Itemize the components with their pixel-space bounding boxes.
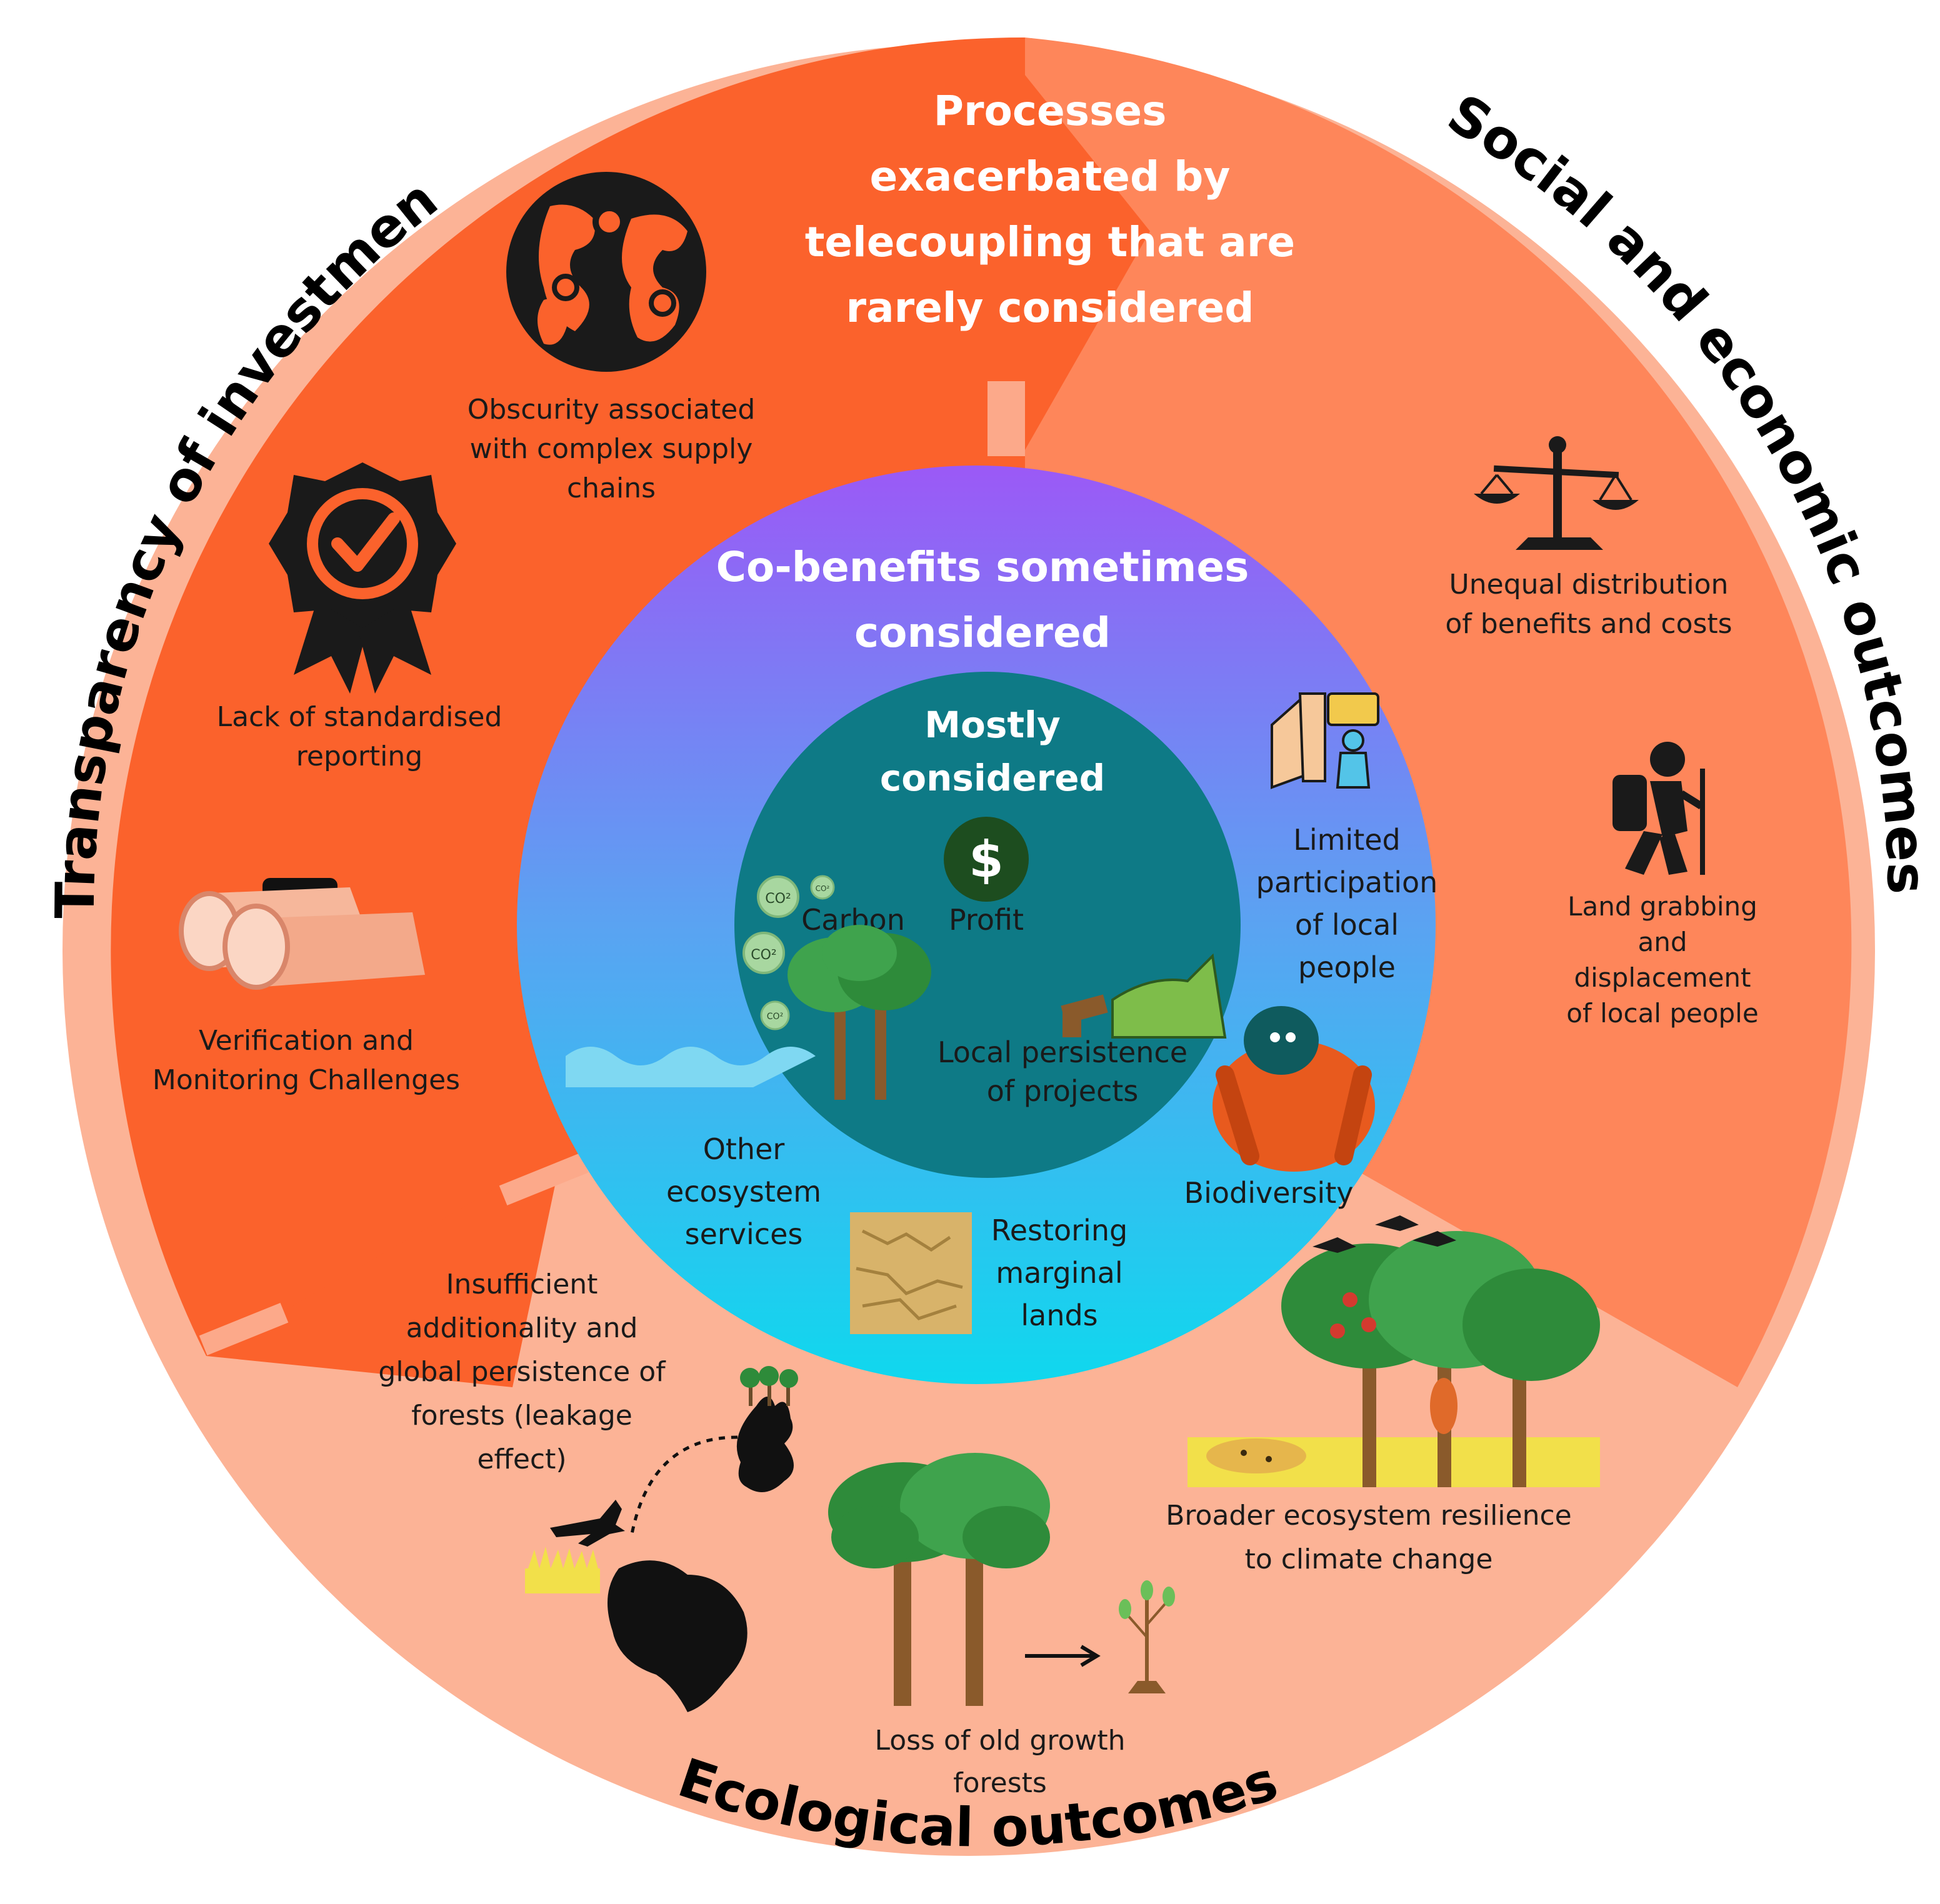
land-grabbing-label: Land grabbing and displacement of local … xyxy=(1566,891,1758,1029)
label-line: forests (leakage xyxy=(411,1400,632,1432)
outer-header-line: exacerbated by xyxy=(870,152,1231,201)
label-line: Land grabbing xyxy=(1568,891,1758,922)
label-line: Restoring xyxy=(991,1214,1128,1247)
other-services-label: Other ecosystem services xyxy=(666,1132,821,1251)
deforested-land-icon xyxy=(1061,953,1227,1039)
co2-bubble-text: CO² xyxy=(767,1012,783,1022)
outer-header-line: Processes xyxy=(934,87,1167,135)
label-line: Insufficient xyxy=(446,1269,598,1300)
brazil-map-icon xyxy=(608,1560,748,1712)
co2-bubble-text: CO² xyxy=(751,947,777,963)
chevron-mark xyxy=(499,1153,589,1205)
label-line: Broader ecosystem resilience xyxy=(1166,1500,1572,1532)
co2-bubble-text: CO² xyxy=(765,891,791,907)
scales-of-justice-icon xyxy=(1474,436,1639,550)
co2-bubbles-icon: CO² CO² CO² CO² xyxy=(742,875,835,1030)
chevron-mark xyxy=(199,1303,289,1355)
binoculars-icon xyxy=(179,878,425,990)
label-line: Unequal distribution xyxy=(1449,569,1729,601)
label-line: Lack of standardised xyxy=(217,701,502,733)
label-line: global persistence of xyxy=(378,1356,666,1388)
resilience-label: Broader ecosystem resilience to climate … xyxy=(1166,1500,1572,1575)
label-line: Monitoring Challenges xyxy=(152,1064,460,1096)
label-line: Loss of old growth xyxy=(874,1725,1125,1757)
outer-header-line: telecoupling that are xyxy=(805,218,1295,266)
route-line xyxy=(629,1435,738,1538)
label-line: Verification and xyxy=(199,1025,414,1057)
label-line: of local xyxy=(1295,908,1399,942)
grass-icon xyxy=(525,1547,600,1593)
label-line: to climate change xyxy=(1245,1543,1493,1575)
old-growth-label: Loss of old growth forests xyxy=(874,1725,1125,1799)
label-line: people xyxy=(1298,950,1396,984)
uk-map-icon xyxy=(736,1397,794,1492)
airplane-icon xyxy=(550,1500,625,1547)
unequal-label: Unequal distribution of benefits and cos… xyxy=(1445,569,1732,640)
arrow-right-icon xyxy=(1025,1645,1101,1667)
middle-header: Co-benefits sometimes considered xyxy=(716,543,1249,657)
label-line: with complex supply xyxy=(470,433,753,465)
small-trees-icon xyxy=(740,1366,798,1406)
inner-header: Mostly considered xyxy=(880,704,1105,799)
water-waves-icon xyxy=(566,1047,816,1087)
label-line: reporting xyxy=(296,740,422,772)
transparency-arrow-tip xyxy=(206,1150,562,1387)
verification-label: Verification and Monitoring Challenges xyxy=(152,1025,460,1096)
restoring-label: Restoring marginal lands xyxy=(991,1214,1128,1332)
participation-icon xyxy=(1271,692,1379,789)
dry-land-icon xyxy=(850,1212,972,1334)
carbon-trees-icon xyxy=(788,925,931,1100)
orangutan-icon xyxy=(1212,1006,1375,1172)
label-line: ecosystem xyxy=(666,1175,821,1209)
dollar-sign: $ xyxy=(969,830,1004,889)
label-line: Local persistence xyxy=(938,1035,1188,1069)
chevron-mark xyxy=(988,381,1025,456)
label-line: of benefits and costs xyxy=(1445,608,1732,640)
label-line: additionality and xyxy=(406,1312,638,1344)
label-line: of projects xyxy=(987,1074,1139,1108)
persistence-label: Local persistence of projects xyxy=(938,1035,1188,1108)
obscurity-label: Obscurity associated with complex supply… xyxy=(468,394,756,504)
label-line: of local people xyxy=(1566,998,1758,1029)
label-line: chains xyxy=(567,472,656,504)
forest-ecosystem-icon xyxy=(1188,1215,1600,1487)
profit-label: Profit xyxy=(949,903,1024,937)
label-line: services xyxy=(685,1217,803,1251)
dollar-icon: $ xyxy=(944,817,1029,902)
biodiversity-label: Biodiversity xyxy=(1184,1176,1354,1210)
middle-header-line: Co-benefits sometimes xyxy=(716,543,1249,591)
inner-header-line: Mostly xyxy=(924,704,1061,746)
certification-badge-icon xyxy=(269,462,456,694)
label-line: marginal xyxy=(996,1256,1122,1290)
additionality-label: Insufficient additionality and global pe… xyxy=(378,1269,666,1475)
label-line: and xyxy=(1638,927,1687,957)
mostly-considered-circle xyxy=(734,672,1241,1178)
middle-header-line: considered xyxy=(854,609,1111,657)
old-growth-trees-icon xyxy=(828,1453,1050,1706)
outer-header-line: rarely considered xyxy=(846,284,1254,332)
participation-label: Limited participation of local people xyxy=(1256,823,1438,984)
leakage-map-icon xyxy=(525,1366,798,1712)
sapling-icon xyxy=(1119,1580,1175,1693)
outer-header: Processes exacerbated by telecoupling th… xyxy=(805,87,1295,332)
label-line: Limited xyxy=(1293,823,1401,857)
label-line: lands xyxy=(1021,1298,1098,1332)
label-line: displacement xyxy=(1574,962,1751,993)
globe-icon xyxy=(506,172,706,372)
label-line: effect) xyxy=(477,1443,566,1475)
reporting-label: Lack of standardised reporting xyxy=(217,701,502,772)
label-line: Obscurity associated xyxy=(468,394,756,426)
label-line: forests xyxy=(953,1767,1047,1799)
hiker-icon xyxy=(1612,742,1705,875)
co2-bubble-text: CO² xyxy=(816,884,830,893)
inner-header-line: considered xyxy=(880,757,1105,799)
label-line: Other xyxy=(703,1132,785,1166)
label-line: participation xyxy=(1256,865,1438,899)
